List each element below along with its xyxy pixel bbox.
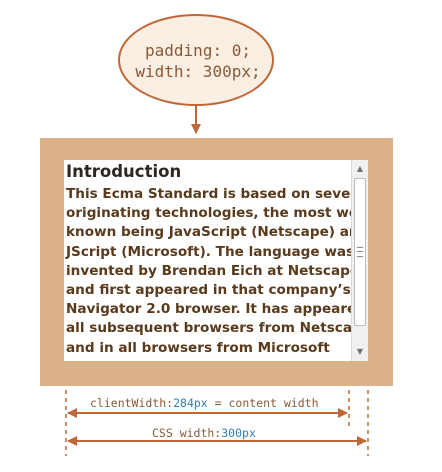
client-width-prop: clientWidth: (90, 396, 174, 410)
client-width-suffix: = content width (207, 396, 319, 410)
scrollbar-thumb[interactable] (354, 178, 366, 326)
scroll-up-icon[interactable]: ▲ (356, 164, 364, 173)
css-width-prop: CSS width: (152, 426, 222, 440)
client-width-value: 284px (173, 396, 208, 410)
client-width-label: clientWidth:284px = content width (86, 396, 323, 410)
content-text: This Ecma Standard is based on several o… (66, 186, 351, 361)
content-area[interactable]: Introduction This Ecma Standard is based… (64, 160, 351, 361)
callout-line-width: width: 300px; (135, 62, 261, 81)
callout-line-padding: padding: 0; (145, 41, 251, 60)
grip-icon (357, 247, 363, 257)
vertical-scrollbar[interactable]: ▲ ▼ (351, 160, 368, 361)
content-title: Introduction (66, 162, 182, 181)
css-width-label: CSS width:300px (148, 426, 260, 440)
callout-text: padding: 0; width: 300px; (118, 40, 278, 82)
callout-bubble (118, 14, 274, 106)
css-width-value: 300px (221, 426, 256, 440)
scroll-down-icon[interactable]: ▼ (356, 347, 364, 356)
